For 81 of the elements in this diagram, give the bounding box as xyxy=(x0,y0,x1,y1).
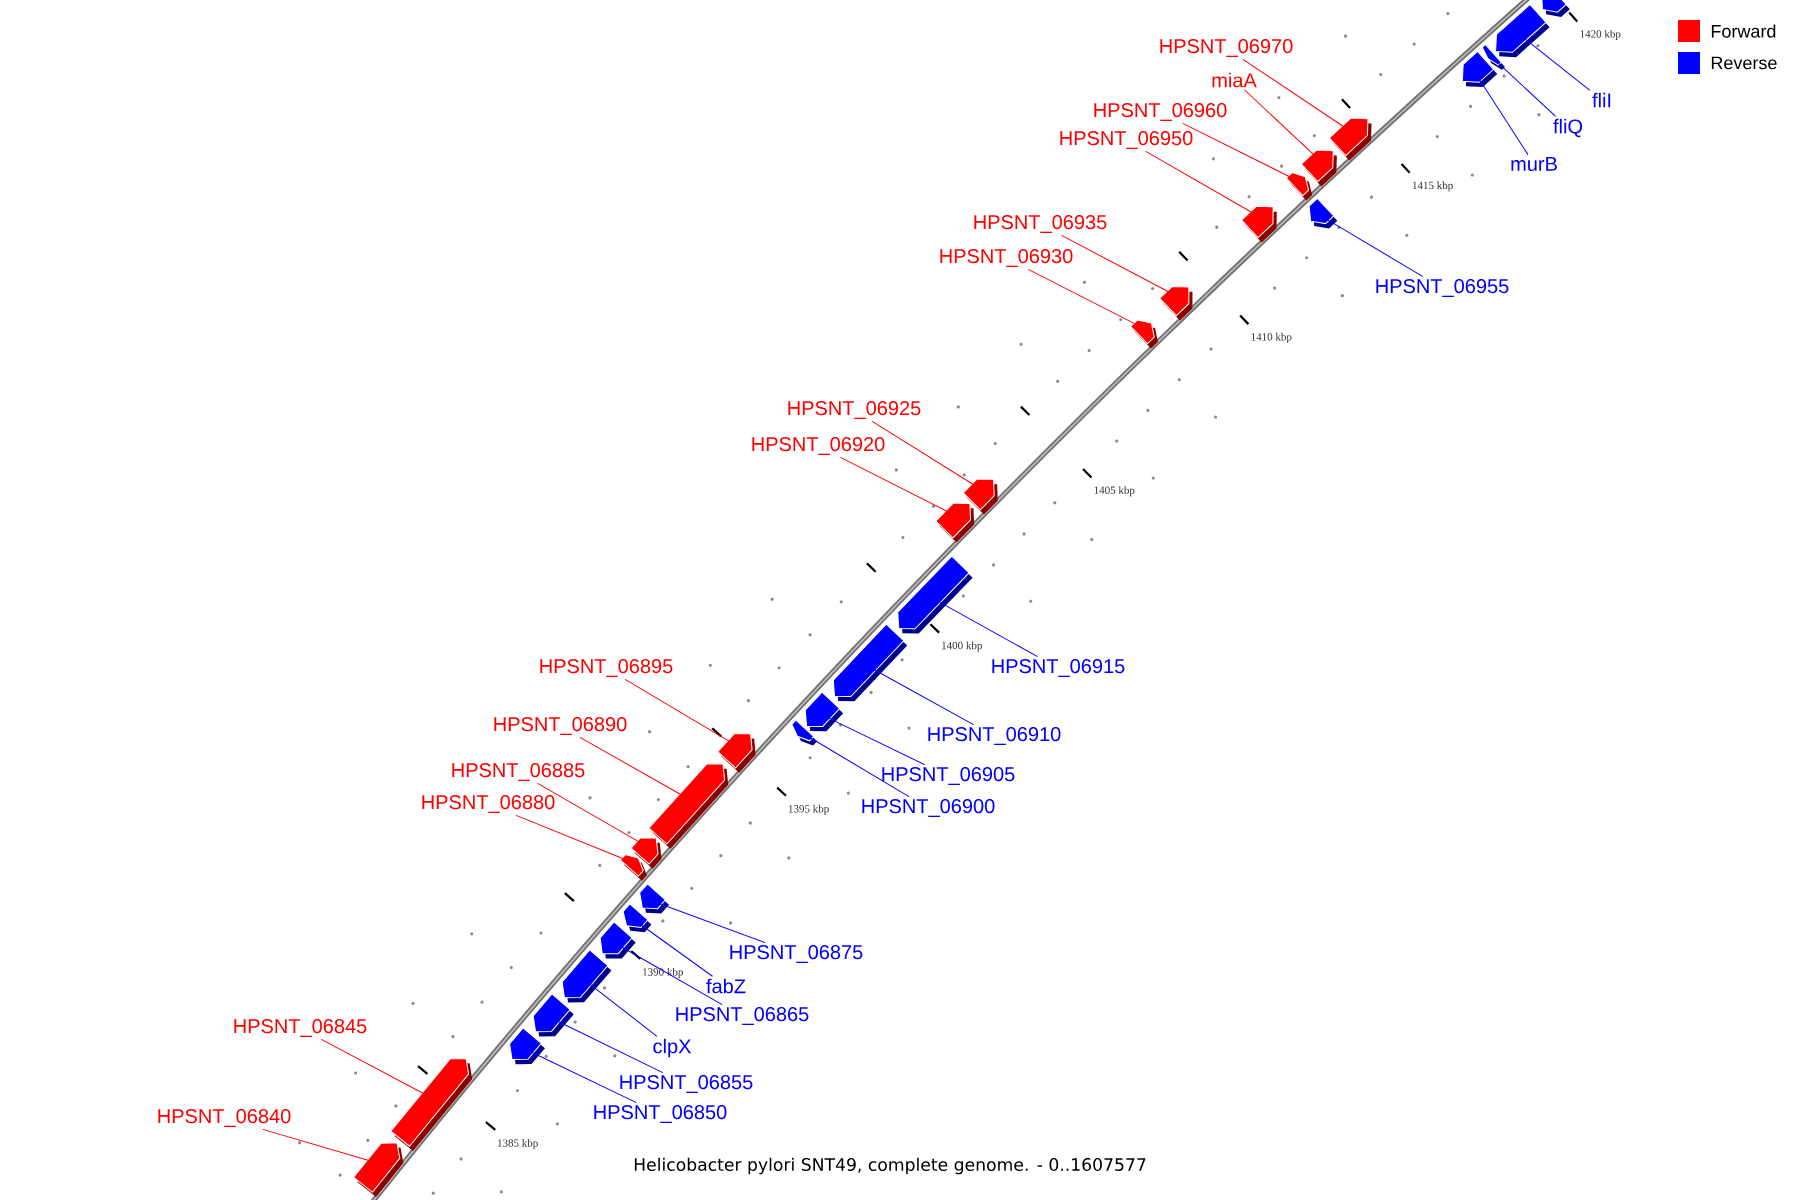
gene-block xyxy=(1328,117,1372,161)
gene-block xyxy=(897,555,973,634)
gene-block xyxy=(1300,149,1337,187)
leader-line xyxy=(933,598,1039,658)
leader-line xyxy=(526,1049,637,1104)
gene-label: clpX xyxy=(653,1038,692,1058)
gene-block xyxy=(791,719,818,746)
gene-block xyxy=(1285,172,1313,201)
gene-block xyxy=(353,1142,404,1198)
gene-label: HPSNT_06890 xyxy=(494,717,627,735)
leader-line xyxy=(1322,216,1424,278)
gene-label: HPSNT_06950 xyxy=(1060,131,1193,149)
gene-label: HPSNT_06880 xyxy=(422,795,555,813)
gene-block xyxy=(622,903,652,933)
leader-line xyxy=(839,456,953,515)
gene-label: HPSNT_06855 xyxy=(620,1075,753,1093)
gene-label: miaA xyxy=(1212,72,1257,88)
gene-label: HPSNT_06900 xyxy=(862,799,995,817)
gene-block xyxy=(390,1058,473,1152)
gene-block xyxy=(648,763,729,849)
gene-block xyxy=(1241,205,1277,243)
leader-line xyxy=(823,715,926,766)
gene-block xyxy=(935,502,975,543)
leader-line xyxy=(636,921,713,977)
gene-block xyxy=(717,733,756,773)
gene-label: HPSNT_06840 xyxy=(158,1109,291,1127)
gene-label: HPSNT_06960 xyxy=(1094,103,1227,121)
gene-block xyxy=(599,921,636,959)
gene-block xyxy=(532,993,574,1037)
leader-line xyxy=(585,980,658,1037)
leader-line xyxy=(1494,59,1557,117)
gene-block xyxy=(1159,285,1193,321)
gene-label: HPSNT_06895 xyxy=(540,659,673,677)
gene-block xyxy=(509,1027,545,1065)
gene-label: HPSNT_06905 xyxy=(882,767,1015,785)
gene-label: HPSNT_06850 xyxy=(594,1105,727,1123)
gene-block xyxy=(1308,197,1338,229)
leader-line xyxy=(616,944,723,1006)
gene-block xyxy=(639,883,669,914)
gene-block xyxy=(619,854,647,881)
leader-line xyxy=(1182,122,1296,180)
gene-label: fliQ xyxy=(1553,118,1583,138)
gene-block xyxy=(1461,50,1498,88)
gene-block xyxy=(561,949,612,1003)
gene-label: HPSNT_06970 xyxy=(1160,39,1293,57)
gene-label: HPSNT_06935 xyxy=(974,215,1107,233)
gene-label: HPSNT_06930 xyxy=(940,249,1073,267)
gene-label: HPSNT_06915 xyxy=(992,659,1125,677)
gene-block xyxy=(1541,0,1570,17)
gene-label: HPSNT_06910 xyxy=(928,727,1061,745)
gene-label: HPSNT_06845 xyxy=(234,1019,367,1037)
gene-block xyxy=(1130,319,1158,349)
leader-line xyxy=(579,736,687,798)
gene-block xyxy=(832,623,908,702)
leader-line xyxy=(320,1038,429,1097)
gene-label: fliI xyxy=(1592,92,1611,108)
gene-label: HPSNT_06865 xyxy=(676,1007,809,1025)
leader-line xyxy=(1243,89,1318,159)
legend-label: Reverse xyxy=(1711,56,1777,70)
leader-line xyxy=(1145,150,1258,216)
gene-block xyxy=(1495,4,1550,58)
leader-line xyxy=(1242,58,1349,131)
leader-line xyxy=(1027,268,1141,328)
leader-line xyxy=(868,666,974,726)
leader-line xyxy=(537,782,644,845)
gene-label: murB xyxy=(1511,157,1557,171)
gene-label: HPSNT_06955 xyxy=(1376,279,1509,297)
leader-line xyxy=(552,1018,664,1074)
caption: Helicobacter pylori SNT49, complete genome. - 0..1607577 xyxy=(634,1157,1146,1175)
leader-line xyxy=(871,420,979,488)
legend-label: Forward xyxy=(1711,24,1776,38)
gene-block xyxy=(804,691,844,732)
gene-label: HPSNT_06875 xyxy=(730,945,863,963)
gene-label: HPSNT_06885 xyxy=(452,763,585,781)
gene-label: HPSNT_06920 xyxy=(752,437,885,455)
leader-line xyxy=(805,734,910,798)
leader-line xyxy=(1520,35,1591,91)
leader-line xyxy=(1476,74,1529,156)
leader-line xyxy=(624,678,735,745)
gene-label: fabZ xyxy=(706,978,746,994)
gene-label: HPSNT_06925 xyxy=(788,401,921,419)
